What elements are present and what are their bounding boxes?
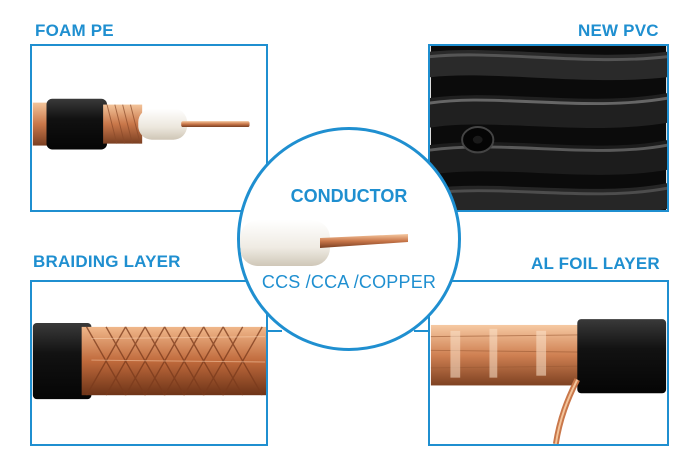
new-pvc-cables-image bbox=[430, 46, 667, 210]
braiding-layer-connector bbox=[268, 330, 282, 332]
conductor-wire-image bbox=[240, 220, 408, 266]
conductor-materials: CCS /CCA /COPPER bbox=[261, 272, 437, 292]
braiding-layer-cable-image bbox=[32, 322, 266, 400]
al-foil-layer-connector bbox=[414, 330, 428, 332]
new-pvc-label: NEW PVC bbox=[578, 21, 659, 40]
conductor-circle: CONDUCTOR CCS /CCA /COPPER bbox=[237, 127, 461, 351]
al-foil-layer-cable-image bbox=[430, 319, 667, 444]
al-foil-layer-panel bbox=[428, 280, 669, 446]
new-pvc-panel bbox=[428, 44, 669, 212]
foam-pe-panel bbox=[30, 44, 268, 212]
al-foil-layer-label: AL FOIL LAYER bbox=[531, 254, 660, 273]
braiding-layer-panel bbox=[30, 280, 268, 446]
foam-pe-label: FOAM PE bbox=[35, 21, 114, 40]
braiding-layer-label: BRAIDING LAYER bbox=[33, 252, 181, 271]
foam-pe-cable-image bbox=[32, 98, 250, 150]
conductor-title: CONDUCTOR bbox=[290, 186, 408, 206]
